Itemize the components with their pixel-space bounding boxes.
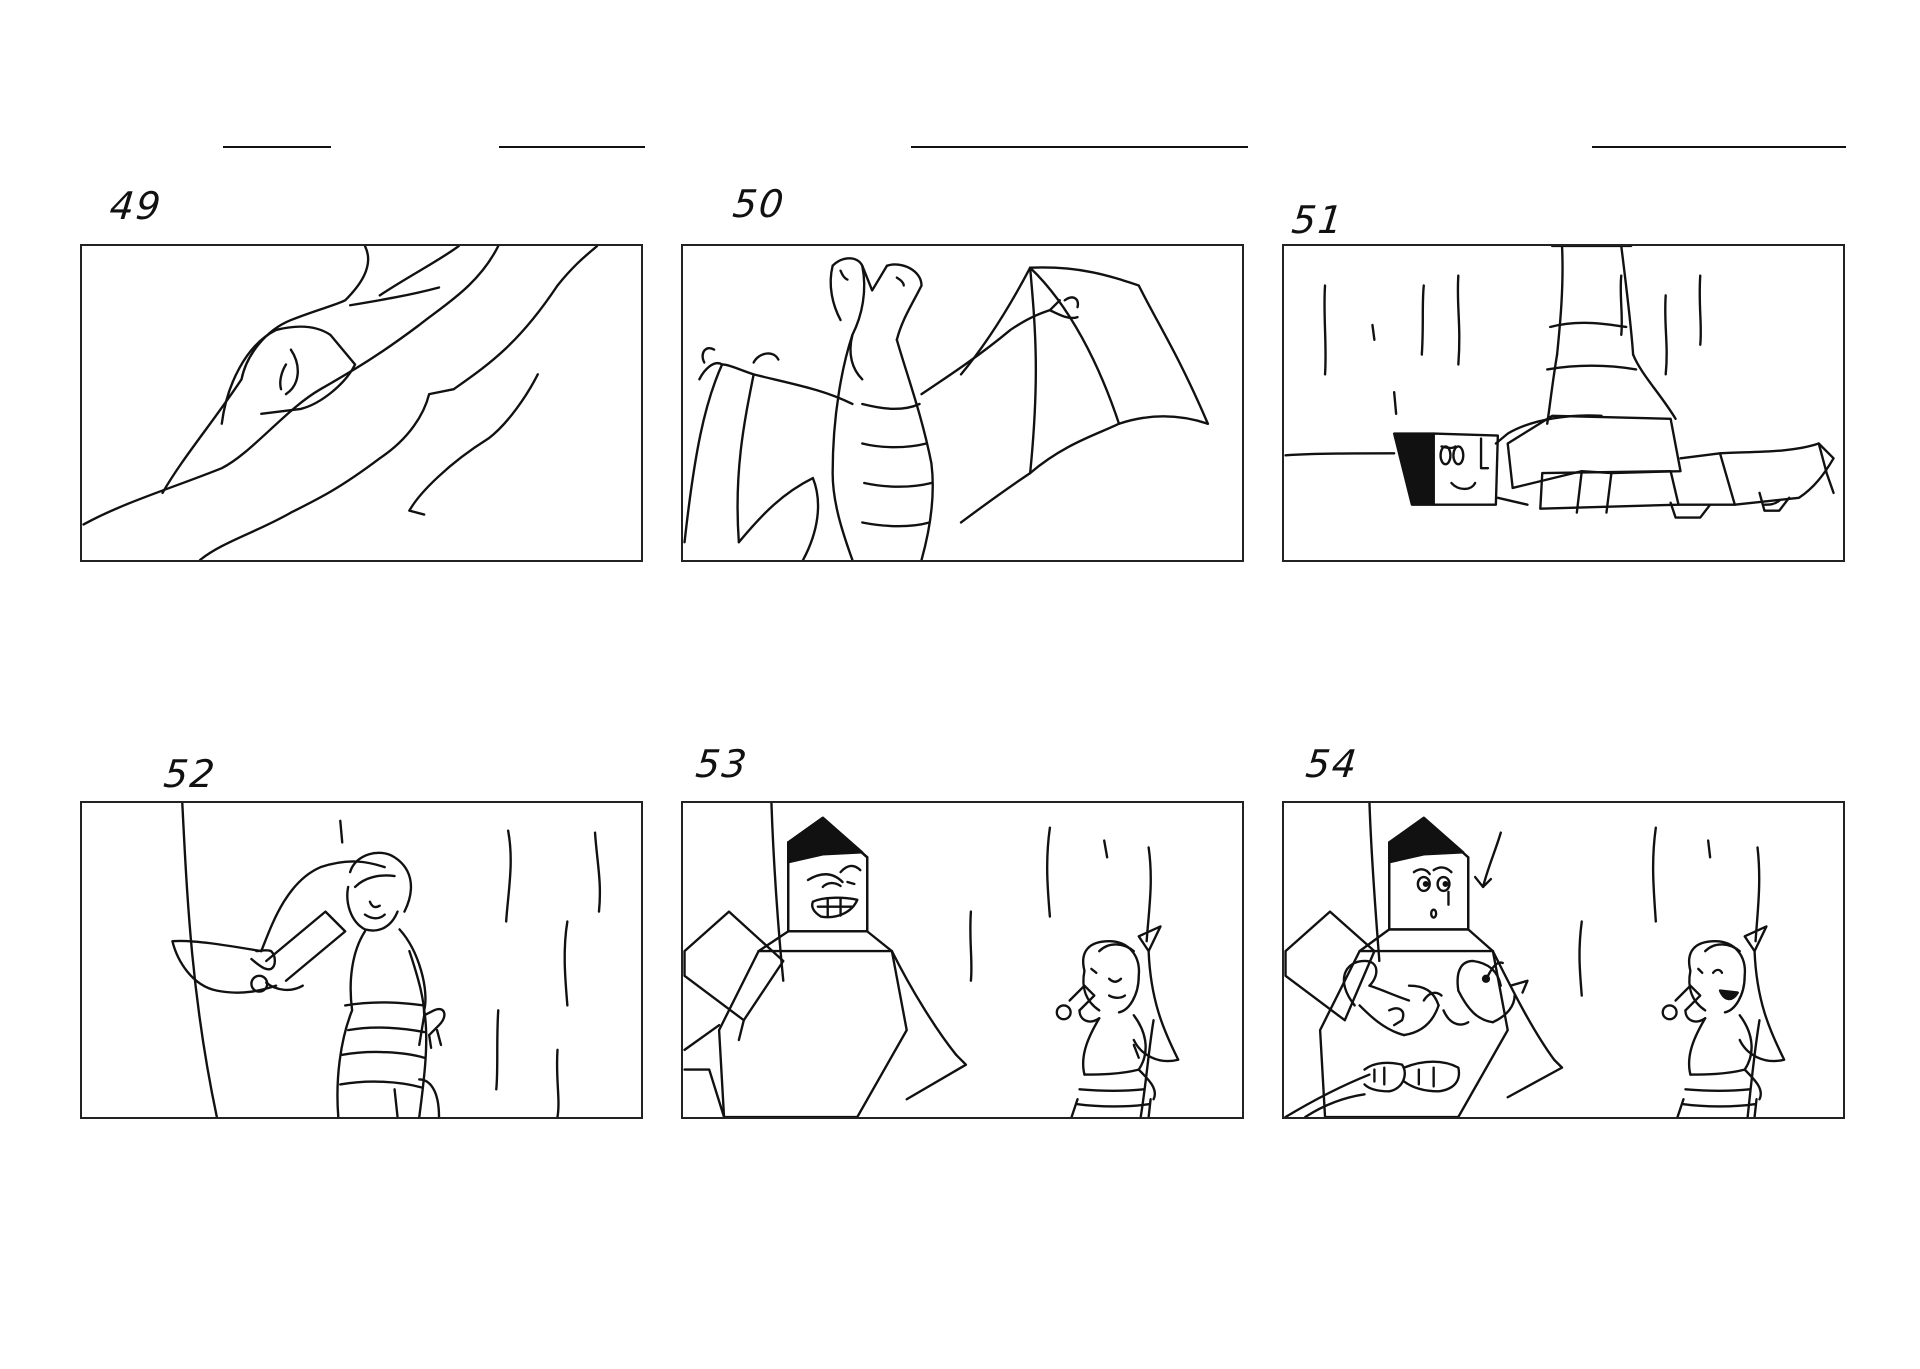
storyboard-panel-49 <box>80 244 643 562</box>
panel-number-51: 51 <box>1289 198 1347 242</box>
panel-number-53: 53 <box>693 742 751 786</box>
panel-number-50: 50 <box>730 182 788 226</box>
panel-number-54: 54 <box>1303 742 1361 786</box>
panel-53-drawing <box>683 803 1180 1117</box>
header-blank-sequence <box>499 146 645 148</box>
storyboard-panel-52 <box>80 801 643 1119</box>
storyboard-panel-54 <box>1282 801 1845 1119</box>
panel-52-drawing <box>171 803 602 1117</box>
panel-49-drawing <box>82 246 599 560</box>
panel-number-49: 49 <box>107 184 165 228</box>
header-blank-page <box>1592 146 1846 148</box>
panel-number-52: 52 <box>161 752 219 796</box>
header-blank-title <box>911 146 1248 148</box>
panel-50-drawing <box>683 257 1210 560</box>
panel-54-drawing <box>1284 803 1786 1117</box>
storyboard-panel-50 <box>681 244 1244 562</box>
panel-51-drawing <box>1284 246 1835 519</box>
storyboard-panel-53 <box>681 801 1244 1119</box>
storyboard-panel-51 <box>1282 244 1845 562</box>
header-blank-scene <box>223 146 331 148</box>
